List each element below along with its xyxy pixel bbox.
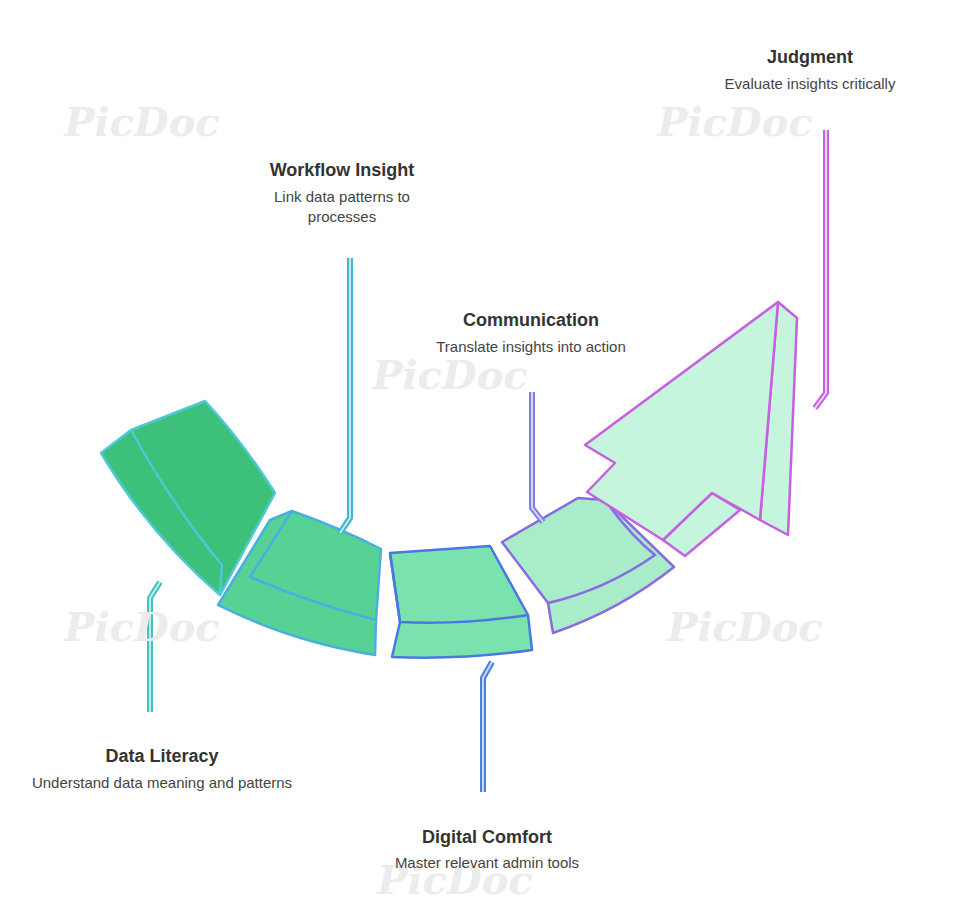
stage-heading: Workflow Insight — [242, 159, 442, 181]
stage-heading: Digital Comfort — [367, 826, 607, 848]
leader-line — [340, 258, 350, 533]
stage-description: Master relevant admin tools — [357, 853, 617, 873]
stage-description: Understand data meaning and patterns — [27, 773, 297, 793]
leader-line — [483, 662, 492, 792]
stage-heading: Data Literacy — [27, 745, 297, 767]
arrow-segment — [218, 511, 381, 655]
stage-heading: Judgment — [710, 46, 910, 68]
stage-description: Translate insights into action — [401, 337, 661, 357]
leader-line — [532, 392, 543, 522]
stage-heading: Communication — [421, 309, 641, 331]
watermark: PicDoc — [645, 605, 845, 649]
leader-line — [815, 130, 826, 408]
watermark: PicDoc — [350, 353, 550, 397]
stage-description: Evaluate insights critically — [690, 74, 930, 94]
watermark: PicDoc — [635, 100, 835, 144]
watermark: PicDoc — [42, 605, 242, 649]
arrow-segment — [390, 546, 532, 658]
watermark: PicDoc — [42, 100, 242, 144]
stage-description: Link data patterns to processes — [247, 187, 437, 227]
